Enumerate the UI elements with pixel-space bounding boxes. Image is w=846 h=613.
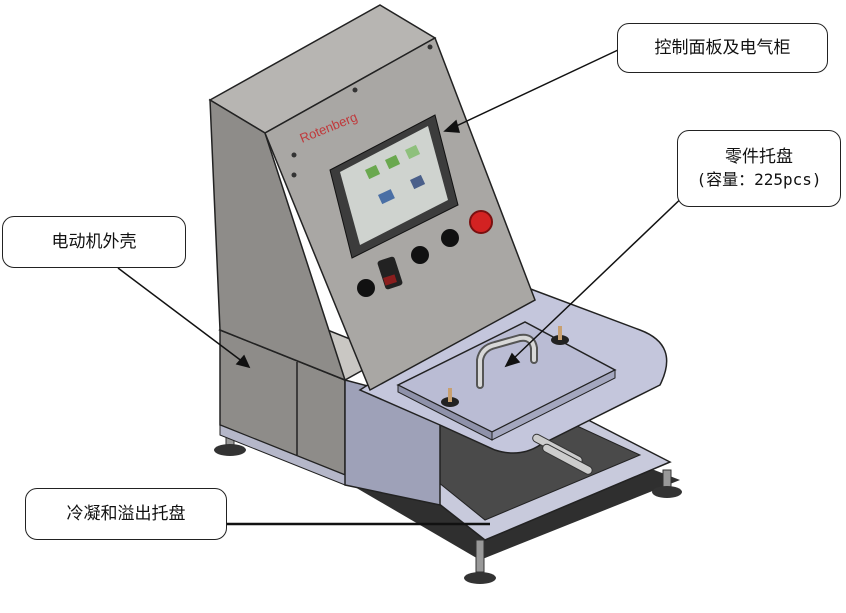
callout-motor-housing: 电动机外壳	[2, 216, 186, 268]
callout-label: 电动机外壳	[51, 231, 137, 252]
callout-control-panel: 控制面板及电气柜	[617, 23, 828, 73]
rotary-switch	[441, 229, 459, 247]
callout-label: 零件托盘	[725, 147, 793, 168]
rotary-switch	[357, 279, 375, 297]
touch-screen	[329, 114, 459, 259]
rollers	[532, 433, 593, 475]
clamp-knob	[441, 388, 459, 407]
leader-lines	[117, 49, 691, 526]
leveling-foot	[652, 469, 682, 498]
callout-condensate-tray: 冷凝和溢出托盘	[25, 488, 227, 540]
callout-label: 冷凝和溢出托盘	[66, 503, 186, 524]
callout-parts-tray: 零件托盘 (容量：225pcs)	[677, 130, 841, 207]
callout-sublabel: (容量：225pcs)	[696, 170, 822, 190]
leveling-foot	[464, 539, 496, 584]
clamp-knob	[551, 326, 569, 345]
tray-handle	[476, 333, 538, 389]
rotary-switch	[411, 246, 429, 264]
control-cabinet: Rotenberg	[208, 4, 536, 392]
tray-platform	[358, 284, 668, 454]
callout-label: 控制面板及电气柜	[654, 37, 791, 58]
emergency-stop-button	[469, 210, 493, 234]
